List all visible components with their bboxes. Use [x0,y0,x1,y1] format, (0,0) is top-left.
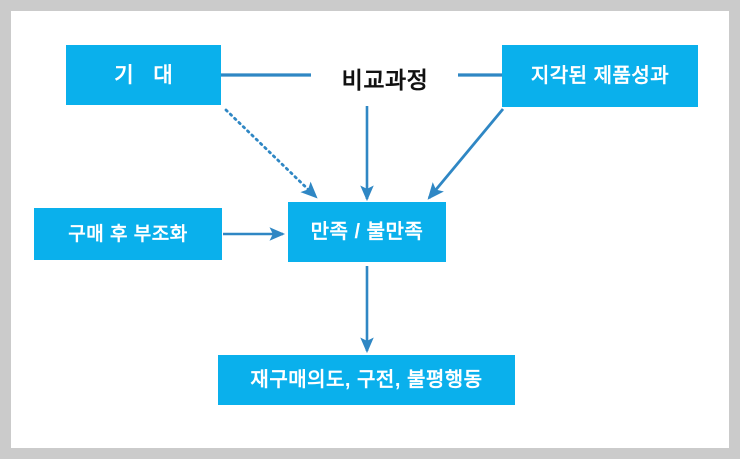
connector-expectation-to-satisfaction [224,108,318,199]
node-post-purchase-dissonance[interactable]: 구매 후 부조화 [34,208,222,260]
node-perceived-product-performance[interactable]: 지각된 제품성과 [502,45,698,107]
node-repurchase-wom-complaint[interactable]: 재구매의도, 구전, 불평행동 [218,355,515,405]
node-expectation[interactable]: 기 대 [66,45,221,105]
label-comparison-process: 비교과정 [341,67,429,93]
connector-perceived-to-satisfaction [427,108,505,200]
node-satisfaction-dissatisfaction[interactable]: 만족 / 불만족 [288,202,446,262]
diagram-canvas: 기 대 비교과정 지각된 제품성과 구매 후 부조화 만족 / 불만족 재구매의… [11,11,729,448]
